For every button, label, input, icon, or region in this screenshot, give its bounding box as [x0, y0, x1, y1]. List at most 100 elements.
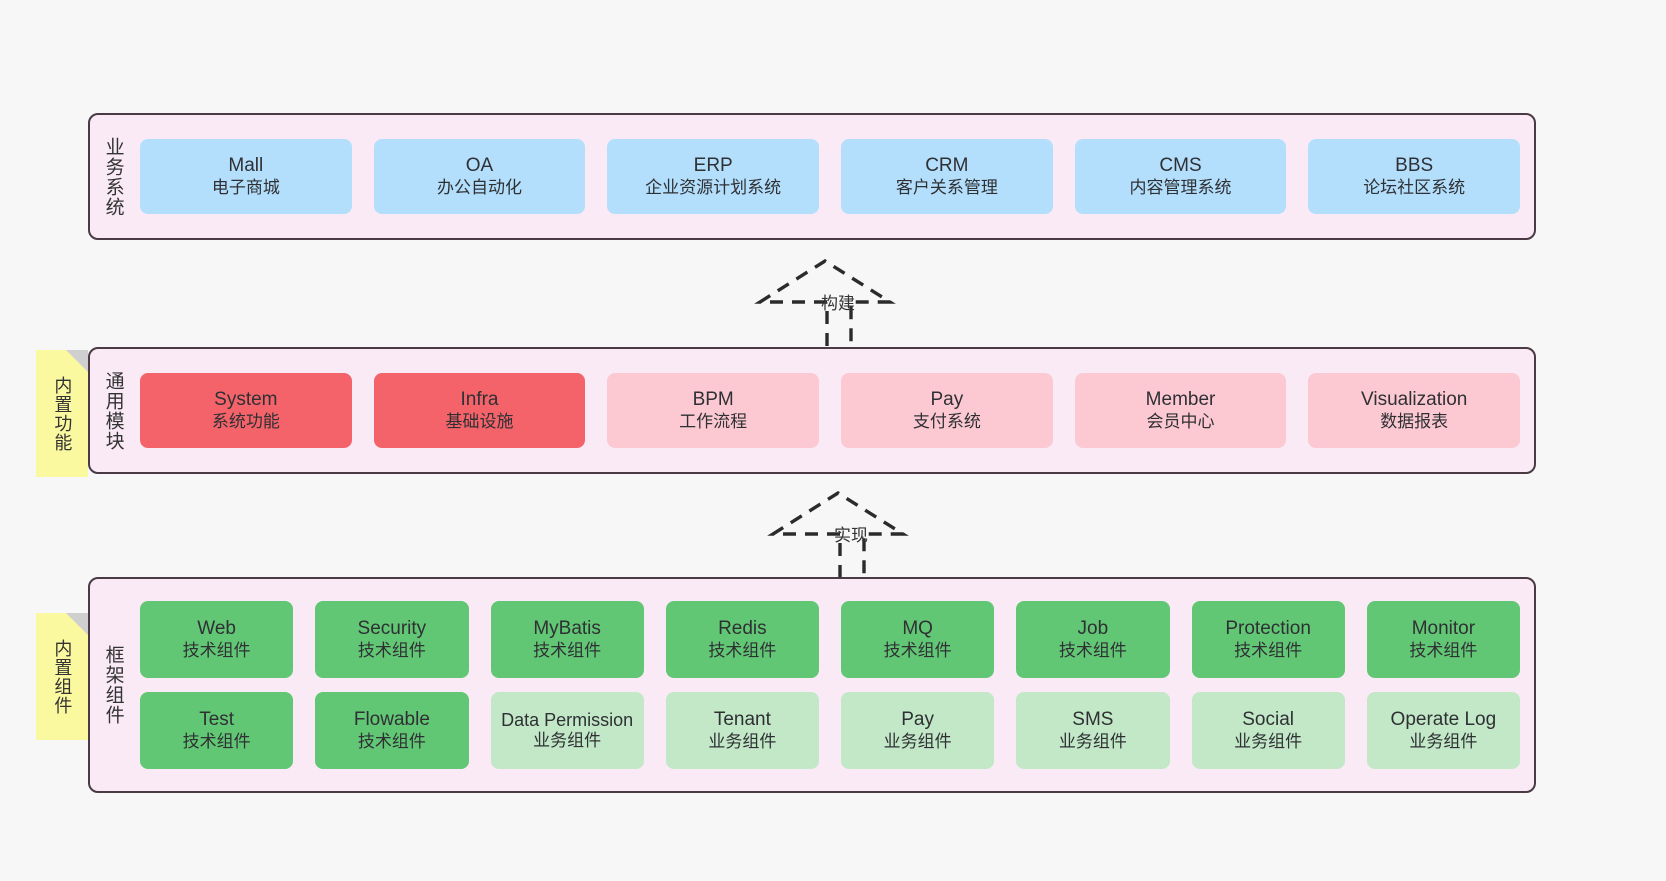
node-subtitle: 客户关系管理 — [895, 177, 998, 197]
node-row: Mall 电子商城 OA 办公自动化 ERP 企业资源计划系统 CRM 客户关系… — [140, 139, 1521, 214]
sticky-note-built-in-component: 内置组件 — [36, 613, 88, 740]
node-protection[interactable]: Protection 技术组件 — [1191, 601, 1345, 678]
node-title: Monitor — [1411, 618, 1476, 640]
node-title: CMS — [1159, 155, 1202, 177]
layer-body-framework-component: Web 技术组件 Security 技术组件 MyBatis 技术组件 Redi… — [136, 579, 1534, 791]
node-web[interactable]: Web 技术组件 — [140, 601, 294, 678]
node-subtitle: 内容管理系统 — [1129, 177, 1232, 197]
node-bpm[interactable]: BPM 工作流程 — [607, 373, 820, 448]
node-subtitle: 数据报表 — [1380, 411, 1449, 431]
node-title: Job — [1077, 618, 1109, 640]
sticky-note-label: 内置组件 — [52, 638, 73, 715]
node-title: BPM — [692, 389, 734, 411]
node-title: Operate Log — [1390, 709, 1497, 731]
node-data-permission[interactable]: Data Permission 业务组件 — [490, 692, 644, 769]
node-title: MQ — [902, 618, 933, 640]
node-system[interactable]: System 系统功能 — [140, 373, 352, 448]
node-title: Member — [1145, 389, 1216, 411]
node-subtitle: 技术组件 — [182, 640, 251, 660]
node-subtitle: 会员中心 — [1146, 411, 1215, 431]
node-title: Pay — [901, 709, 934, 731]
node-monitor[interactable]: Monitor 技术组件 — [1366, 601, 1520, 678]
node-title: Protection — [1225, 618, 1311, 640]
node-pay-business[interactable]: Pay 业务组件 — [841, 692, 995, 769]
node-job[interactable]: Job 技术组件 — [1016, 601, 1170, 678]
node-flowable[interactable]: Flowable 技术组件 — [315, 692, 469, 769]
node-title: Security — [357, 618, 427, 640]
node-subtitle: 基础设施 — [445, 411, 514, 431]
node-title: Web — [197, 618, 236, 640]
node-subtitle: 办公自动化 — [437, 177, 522, 197]
node-subtitle: 技术组件 — [708, 640, 777, 660]
node-subtitle: 技术组件 — [1409, 640, 1478, 660]
node-subtitle: 业务组件 — [1409, 731, 1478, 751]
node-title: Mall — [228, 155, 264, 177]
node-subtitle: 技术组件 — [357, 640, 426, 660]
node-subtitle: 工作流程 — [679, 411, 748, 431]
node-subtitle: 业务组件 — [708, 731, 777, 751]
node-subtitle: 支付系统 — [912, 411, 981, 431]
node-mybatis[interactable]: MyBatis 技术组件 — [490, 601, 644, 678]
node-title: Test — [199, 709, 235, 731]
node-social[interactable]: Social 业务组件 — [1191, 692, 1345, 769]
node-security[interactable]: Security 技术组件 — [315, 601, 469, 678]
node-title: Pay — [930, 389, 964, 411]
node-title: Infra — [460, 389, 499, 411]
node-cms[interactable]: CMS 内容管理系统 — [1074, 139, 1287, 214]
node-title: Social — [1242, 709, 1294, 731]
connector-build: 构建 — [754, 258, 905, 350]
node-subtitle: 技术组件 — [883, 640, 952, 660]
node-row: System 系统功能 Infra 基础设施 BPM 工作流程 Pay 支付系统… — [140, 373, 1521, 448]
node-title: Visualization — [1361, 389, 1468, 411]
connector-implement: 实现 — [767, 490, 918, 582]
node-title: System — [214, 389, 278, 411]
dashed-generalization-arrow-icon — [767, 490, 909, 578]
sticky-note-built-in-function: 内置功能 — [36, 350, 88, 477]
node-title: CRM — [925, 155, 969, 177]
node-bbs[interactable]: BBS 论坛社区系统 — [1308, 139, 1521, 214]
node-crm[interactable]: CRM 客户关系管理 — [841, 139, 1053, 214]
node-title: OA — [465, 155, 494, 177]
node-redis[interactable]: Redis 技术组件 — [665, 601, 819, 678]
note-fold-corner-icon — [66, 613, 88, 635]
node-subtitle: 技术组件 — [357, 731, 426, 751]
node-subtitle: 电子商城 — [211, 177, 280, 197]
node-visualization[interactable]: Visualization 数据报表 — [1308, 373, 1521, 448]
node-test[interactable]: Test 技术组件 — [140, 692, 294, 769]
node-member[interactable]: Member 会员中心 — [1074, 373, 1287, 448]
dashed-generalization-arrow-icon — [754, 258, 896, 346]
node-row: Web 技术组件 Security 技术组件 MyBatis 技术组件 Redi… — [140, 601, 1520, 678]
node-infra[interactable]: Infra 基础设施 — [373, 373, 586, 448]
layer-framework-component: 框架组件 Web 技术组件 Security 技术组件 MyBatis 技术组件… — [88, 577, 1536, 793]
layer-body-common-module: System 系统功能 Infra 基础设施 BPM 工作流程 Pay 支付系统… — [136, 349, 1534, 472]
node-subtitle: 技术组件 — [182, 731, 251, 751]
layer-body-business-system: Mall 电子商城 OA 办公自动化 ERP 企业资源计划系统 CRM 客户关系… — [136, 115, 1534, 238]
node-mall[interactable]: Mall 电子商城 — [140, 139, 352, 214]
node-tenant[interactable]: Tenant 业务组件 — [665, 692, 819, 769]
node-subtitle: 业务组件 — [533, 731, 602, 751]
layer-title-business-system: 业务系统 — [102, 136, 124, 217]
layer-common-module: 通用模块 System 系统功能 Infra 基础设施 BPM 工作流程 Pay… — [88, 347, 1536, 474]
layer-title-common-module: 通用模块 — [102, 370, 124, 451]
node-subtitle: 业务组件 — [1058, 731, 1127, 751]
node-title: SMS — [1072, 709, 1114, 731]
layer-title-framework-component: 框架组件 — [102, 645, 124, 725]
sticky-note-label: 内置功能 — [52, 375, 73, 452]
connector-implement-label: 实现 — [834, 526, 868, 545]
node-operate-log[interactable]: Operate Log 业务组件 — [1366, 692, 1520, 769]
node-erp[interactable]: ERP 企业资源计划系统 — [607, 139, 820, 214]
node-title: BBS — [1395, 155, 1434, 177]
node-subtitle: 企业资源计划系统 — [645, 177, 782, 197]
node-title: Flowable — [353, 709, 430, 731]
node-subtitle: 论坛社区系统 — [1363, 177, 1466, 197]
node-title: Redis — [718, 618, 767, 640]
node-title: Data Permission — [501, 709, 634, 730]
node-title: Tenant — [713, 709, 771, 731]
node-row: Test 技术组件 Flowable 技术组件 Data Permission … — [140, 692, 1520, 769]
node-pay[interactable]: Pay 支付系统 — [841, 373, 1053, 448]
node-mq[interactable]: MQ 技术组件 — [841, 601, 995, 678]
node-sms[interactable]: SMS 业务组件 — [1016, 692, 1170, 769]
node-oa[interactable]: OA 办公自动化 — [373, 139, 586, 214]
node-subtitle: 技术组件 — [533, 640, 602, 660]
